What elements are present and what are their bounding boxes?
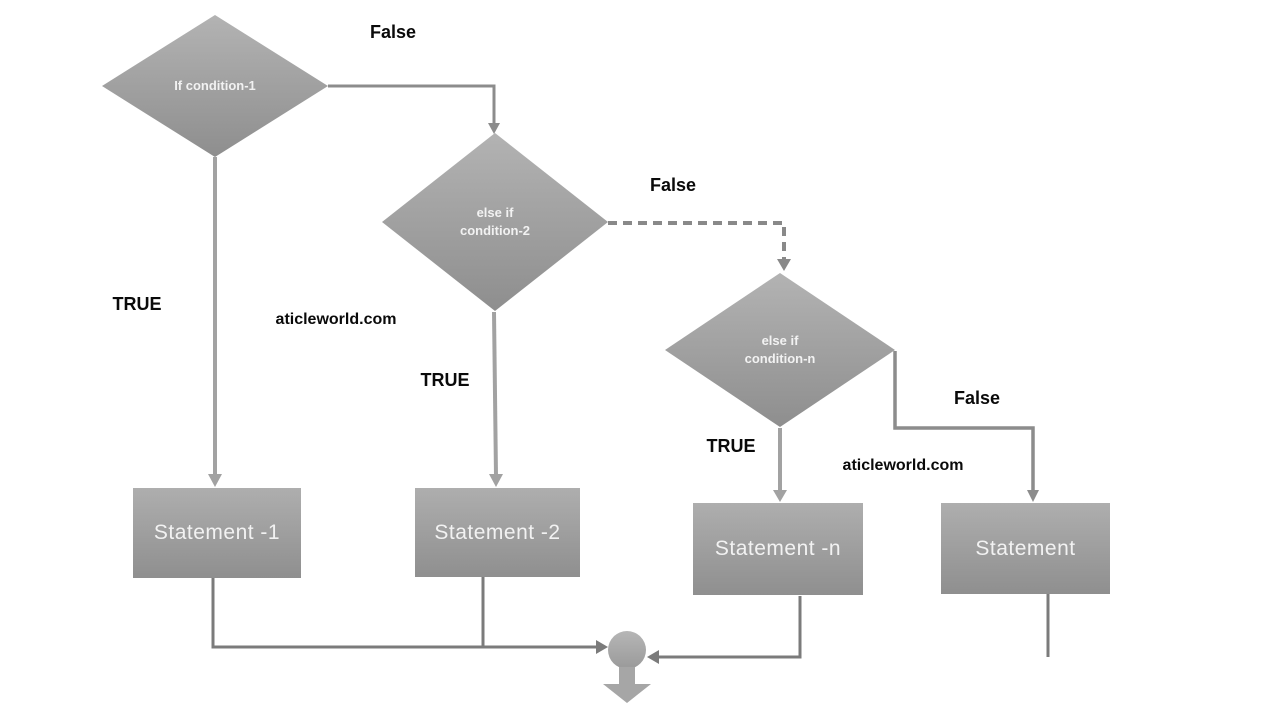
process-statement-n: Statement -n <box>693 503 863 595</box>
edge-false-1-line <box>328 84 496 124</box>
edge-label-true-1: TRUE <box>112 294 162 314</box>
edge-false-1-arrowhead-icon <box>488 123 500 134</box>
watermark-text: aticleworld.com <box>275 311 397 328</box>
edge-false-2-arrowhead-icon <box>777 259 791 271</box>
end-arrow-icon <box>603 667 651 703</box>
edge-true-1-arrowhead-icon <box>208 474 222 487</box>
edge-label-true-2: TRUE <box>420 370 470 390</box>
collector-left-arrowhead-icon <box>596 640 608 654</box>
edge-true-2-line <box>492 311 498 477</box>
edge-label-false-3: False <box>953 388 1001 408</box>
edge-true-2-arrowhead-icon <box>489 474 503 487</box>
process-statement-1: Statement -1 <box>133 488 301 578</box>
collector-right-arrowhead-icon <box>647 650 659 664</box>
edge-false-3-line <box>893 351 1035 491</box>
edge-label-true-3: TRUE <box>706 436 756 456</box>
process-label: Statement <box>975 536 1076 560</box>
decision-label: else if condition-2 <box>459 205 531 238</box>
process-statement-else: Statement <box>941 503 1110 594</box>
decision-label: If condition-1 <box>174 78 256 94</box>
collector-right-line <box>659 596 802 659</box>
process-statement-2: Statement -2 <box>415 488 580 577</box>
edge-label-false-2: False <box>649 175 697 195</box>
edge-false-3-arrowhead-icon <box>1027 490 1039 502</box>
process-label: Statement -1 <box>153 521 281 544</box>
watermark-text: aticleworld.com <box>842 457 964 474</box>
merge-node <box>608 631 646 669</box>
collector-left-line <box>211 578 596 649</box>
edge-label-false-1: False <box>369 22 417 42</box>
process-label: Statement -2 <box>434 520 561 544</box>
decision-label: else if condition-n <box>744 333 816 366</box>
edge-false-2-line <box>608 221 786 259</box>
process-label: Statement -n <box>714 537 842 560</box>
edge-true-3-arrowhead-icon <box>773 490 787 502</box>
